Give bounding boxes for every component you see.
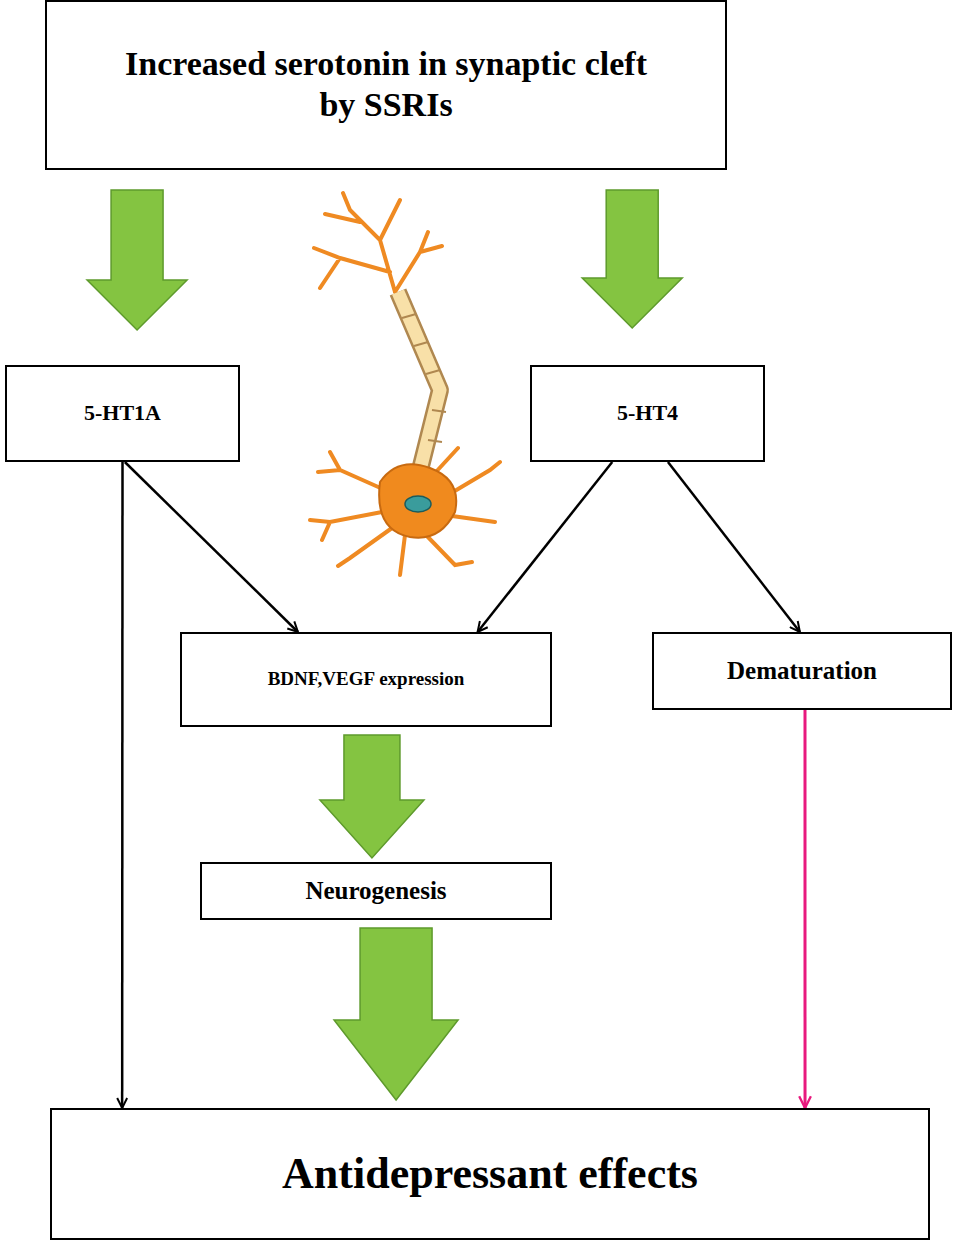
node-label: Dematuration — [727, 656, 877, 686]
block-arrow — [334, 928, 458, 1100]
outcome-box: Antidepressant effects — [50, 1108, 930, 1240]
node-label: BDNF,VEGF expression — [268, 668, 465, 691]
arrow-connector — [121, 462, 124, 1108]
receptor-box: 5-HT4 — [530, 365, 765, 462]
process-box: Dematuration — [652, 632, 952, 710]
arrow-connector — [478, 462, 613, 632]
node-label: Increased serotonin in synaptic cleft by… — [107, 44, 665, 126]
process-box: BDNF,VEGF expression — [180, 632, 552, 727]
neuron-soma — [379, 464, 456, 538]
arrow-connector — [668, 462, 800, 632]
source-box: Increased serotonin in synaptic cleft by… — [45, 0, 727, 170]
receptor-box: 5-HT1A — [5, 365, 240, 462]
neuron-dendrites — [310, 193, 500, 575]
arrow-connector — [125, 462, 298, 632]
arrow-connector — [804, 710, 807, 1108]
node-label: Antidepressant effects — [282, 1148, 698, 1201]
block-arrow — [582, 190, 682, 328]
neuron-axon — [398, 292, 446, 470]
block-arrow — [87, 190, 187, 330]
process-box: Neurogenesis — [200, 862, 552, 920]
node-label: Neurogenesis — [305, 876, 446, 906]
block-arrow — [320, 735, 424, 858]
node-label: 5-HT4 — [617, 400, 678, 426]
neuron-nucleus — [405, 496, 431, 512]
node-label: 5-HT1A — [84, 400, 161, 426]
